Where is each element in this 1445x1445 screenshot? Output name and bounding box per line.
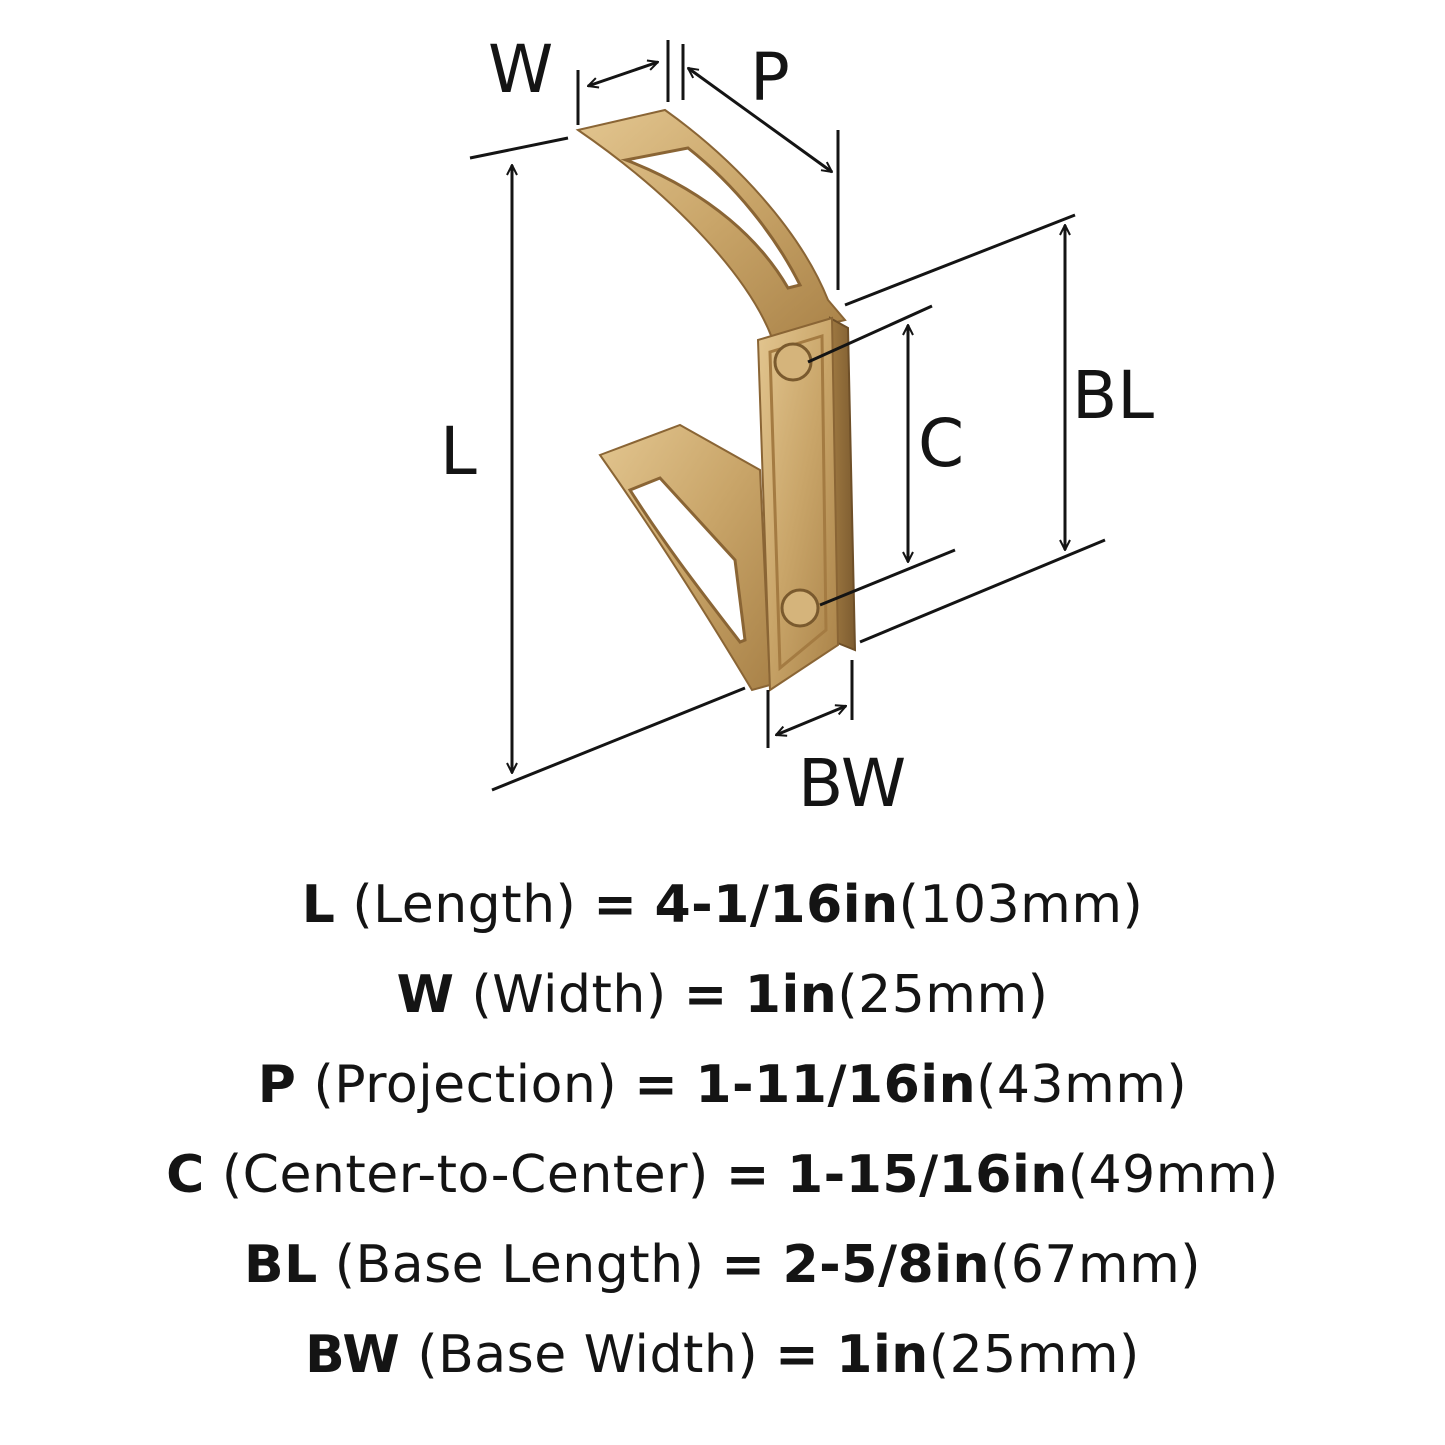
screw-top-icon xyxy=(773,342,813,382)
spec-imperial: 1in xyxy=(836,1325,929,1385)
spec-metric: (49mm) xyxy=(1067,1145,1279,1205)
spec-description: (Width) xyxy=(471,965,667,1025)
spec-row-width: W (Width) = 1in(25mm) xyxy=(0,950,1445,1040)
spec-imperial: 1-15/16in xyxy=(786,1145,1068,1205)
hook-upper-arm xyxy=(575,108,847,340)
spec-description: (Base Length) xyxy=(334,1235,705,1295)
spec-equals: = xyxy=(634,1055,679,1115)
spec-description: (Center-to-Center) xyxy=(221,1145,709,1205)
spec-description: (Projection) xyxy=(313,1055,618,1115)
hook-lower-cutout xyxy=(627,476,747,644)
label-l: L xyxy=(440,413,477,490)
dimension-spec-list: L (Length) = 4-1/16in(103mm) W (Width) =… xyxy=(0,860,1445,1400)
coat-hook-illustration xyxy=(575,108,857,692)
spec-description: (Length) xyxy=(352,875,577,935)
spec-row-center-to-center: C (Center-to-Center) = 1-15/16in(49mm) xyxy=(0,1130,1445,1220)
spec-row-base-length: BL (Base Length) = 2-5/8in(67mm) xyxy=(0,1220,1445,1310)
spec-metric: (103mm) xyxy=(898,875,1144,935)
spec-row-base-width: BW (Base Width) = 1in(25mm) xyxy=(0,1310,1445,1400)
spec-equals: = xyxy=(725,1145,770,1205)
spec-row-projection: P (Projection) = 1-11/16in(43mm) xyxy=(0,1040,1445,1130)
label-bl: BL xyxy=(1072,357,1154,434)
spec-equals: = xyxy=(721,1235,766,1295)
label-bw: BW xyxy=(798,745,906,822)
spec-code: L xyxy=(301,875,336,935)
spec-imperial: 2-5/8in xyxy=(782,1235,990,1295)
spec-imperial: 1in xyxy=(744,965,838,1025)
spec-metric: (25mm) xyxy=(837,965,1049,1025)
spec-description: (Base Width) xyxy=(417,1325,759,1385)
spec-code: W xyxy=(396,965,455,1025)
screw-bottom-icon xyxy=(780,588,820,628)
spec-equals: = xyxy=(683,965,728,1025)
spec-row-length: L (Length) = 4-1/16in(103mm) xyxy=(0,860,1445,950)
hook-dimension-diagram: W P L C BL BW xyxy=(440,31,1154,822)
spec-imperial: 4-1/16in xyxy=(654,875,899,935)
hook-upper-cutout xyxy=(620,146,803,290)
hook-base-inset xyxy=(768,333,828,672)
spec-equals: = xyxy=(775,1325,820,1385)
spec-imperial: 1-11/16in xyxy=(695,1055,977,1115)
spec-metric: (25mm) xyxy=(928,1325,1140,1385)
spec-code: BL xyxy=(243,1235,318,1295)
label-p: P xyxy=(750,39,790,116)
label-c: C xyxy=(918,405,964,482)
spec-metric: (67mm) xyxy=(989,1235,1202,1295)
label-w: W xyxy=(488,31,553,108)
spec-equals: = xyxy=(593,875,638,935)
spec-code: P xyxy=(257,1055,297,1115)
spec-code: C xyxy=(166,1145,205,1205)
spec-code: BW xyxy=(305,1325,401,1385)
dimension-lines xyxy=(469,40,1106,792)
spec-metric: (43mm) xyxy=(976,1055,1188,1115)
